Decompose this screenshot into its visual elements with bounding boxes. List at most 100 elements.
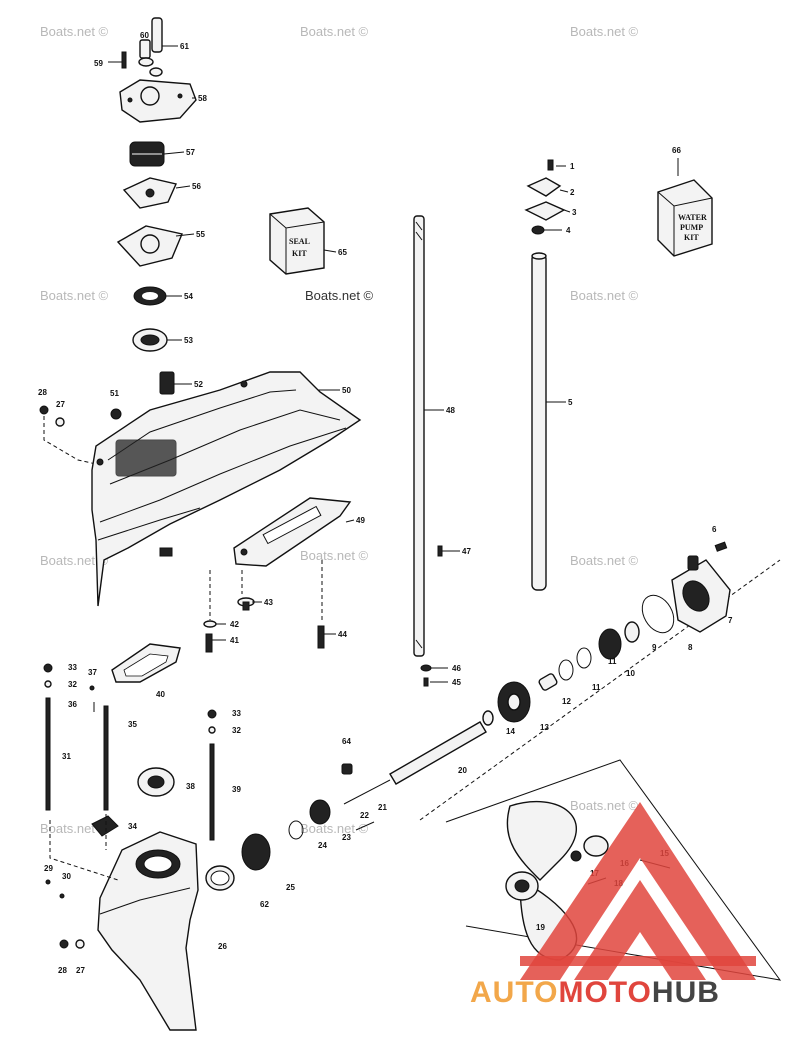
pump-kit-label-line-2: PUMP [680,223,703,232]
callout-54: 54 [184,292,193,301]
callout-38: 38 [186,782,195,791]
part-53-bearing-race [140,334,160,346]
callout-25: 25 [286,883,295,892]
callout-50: 50 [342,386,351,395]
part-48-drive-shaft [413,215,443,687]
callout-39: 39 [232,785,241,794]
callout-41: 41 [230,636,239,645]
callout-7: 7 [728,616,733,625]
housing-recess [115,439,177,477]
part-19-propeller-blade [506,801,577,881]
part-7-tab [687,555,699,571]
part-47-pin [437,545,443,557]
part-46-washer [420,664,432,672]
spline [415,639,423,649]
pump-kit-label-line-1: WATER [678,213,707,222]
housing-edge [99,427,347,523]
housing-skeg-line [97,507,201,541]
part-41-screw [205,633,213,653]
part-28-screw [39,405,49,415]
callout-22: 22 [360,811,369,820]
part-32-washer [208,726,216,734]
watermark: Boats.net © [40,821,109,836]
part-27-washer [75,939,85,949]
housing-label-plate [159,547,173,557]
part-31-stud [45,697,51,811]
logo-text-auto: AUTO [470,976,559,1009]
part-33-nut [43,663,53,673]
callout-1: 1 [570,162,575,171]
pump-kit-box [657,179,713,257]
watermark: Boats.net © [300,24,369,39]
part-26-lower-gear-housing [97,831,199,1031]
callout-11: 11 [608,657,617,666]
callout-6: 6 [712,525,717,534]
part-13-gear-bore [507,693,521,711]
callout-28: 28 [58,966,67,975]
part-40-gasket-opening [123,653,169,677]
part-44-screw [317,625,325,649]
leader-line [43,416,97,465]
callout-47: 47 [462,547,471,556]
automotohub-logo-mark [520,802,756,980]
logo-text-hub: HUB [651,976,720,1009]
callout-46: 46 [452,664,461,673]
part-30-washer [59,893,65,899]
callout-61: 61 [180,42,189,51]
part-seal [138,57,154,67]
callout-33: 33 [232,709,241,718]
spline [415,221,423,231]
callout-43: 43 [264,598,273,607]
automotohub-logo-text: AUTOMOTOHUB [470,976,800,1016]
callout-19: 19 [536,923,545,932]
callout-27: 27 [76,966,85,975]
callout-2: 2 [570,188,575,197]
callout-23: 23 [342,833,351,842]
callout-14: 14 [506,727,515,736]
callout-58: 58 [198,94,207,103]
plate-49-slot [262,505,322,545]
callout-60: 60 [140,31,149,40]
callout-62: 62 [260,900,269,909]
part-42-washer [203,620,217,628]
part-24-ring [288,820,304,840]
watermark: Boats.net © [570,288,639,303]
callout-12: 12 [562,697,571,706]
callout-24: 24 [318,841,327,850]
logo-base-bar [520,956,756,966]
part-11-ring [576,647,592,669]
logo-text-moto: MOTO [558,976,652,1009]
callout-31: 31 [62,752,71,761]
part-12-clutch [538,673,558,691]
part-43-plug-stem [242,601,250,611]
part-28-screw [59,939,69,949]
part-39-stud [209,743,215,841]
watermarks: Boats.net © Boats.net © Boats.net © Boat… [40,24,639,836]
prop-shaft-assembly [205,541,781,891]
part-34-bracket [91,815,119,837]
callout-8: 8 [688,643,693,652]
part-51-plug [110,408,122,420]
callout-29: 29 [44,864,53,873]
seal-kit-label-line-2: KIT [292,249,307,258]
part-26-edge [99,887,191,915]
callout-37: 37 [88,668,97,677]
callout-65: 65 [338,248,347,257]
part-19-hub-bore [514,879,530,893]
part-50-gear-housing [91,371,362,607]
callout-32: 32 [68,680,77,689]
callout-11: 11 [592,683,601,692]
part-1-screw [547,159,554,171]
housing-bolt-hole [240,380,248,388]
part-62-bore [210,870,230,886]
part-14-washer [482,710,494,726]
part-54-seal-bore [142,292,158,300]
part-3-gasket [524,201,566,221]
part-60-grommet [139,39,151,59]
callout-42: 42 [230,620,239,629]
part-29-screw [45,879,51,885]
part-61-tube [151,17,163,53]
part-58-hole [177,93,183,99]
callout-59: 59 [94,59,103,68]
